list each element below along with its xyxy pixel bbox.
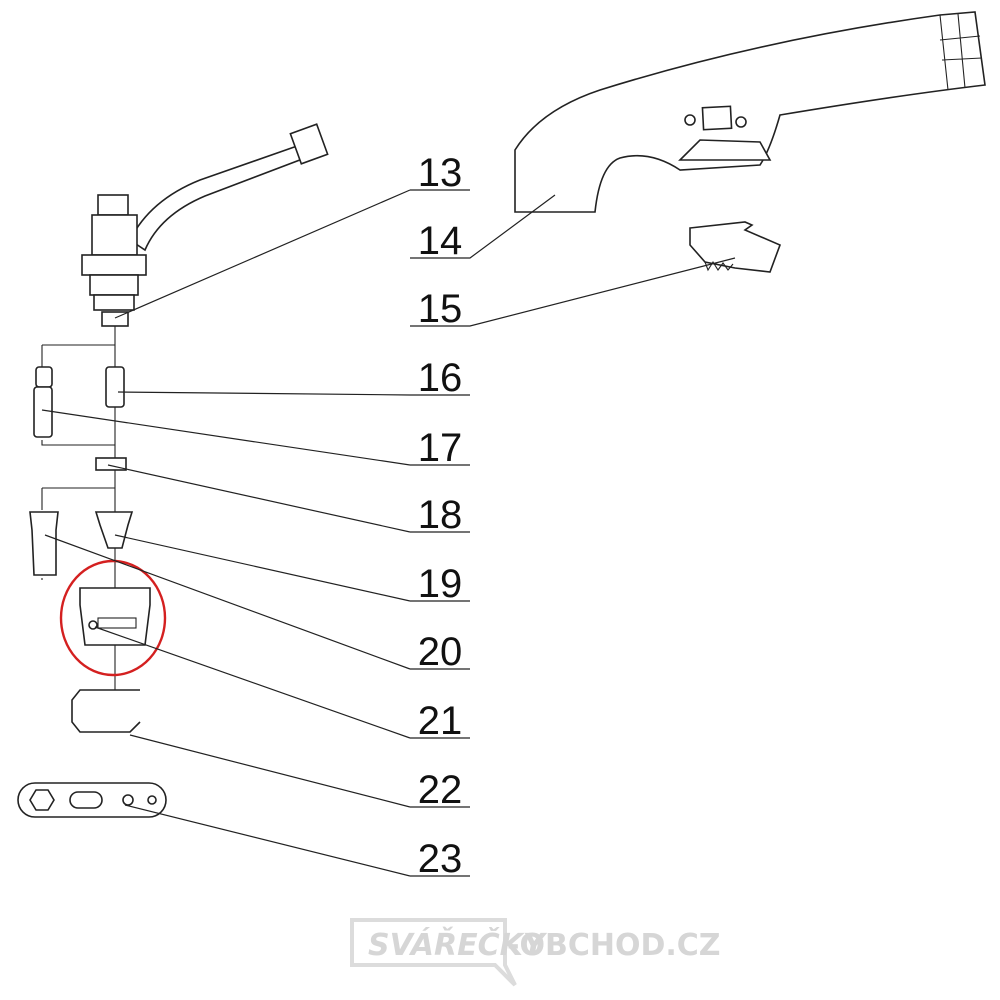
- highlight-circle: [59, 559, 167, 677]
- callout-23: 23: [418, 837, 463, 881]
- electrode-part: [33, 366, 125, 438]
- callouts: 13 14 15 16 17 18 19 20 21 22 23: [41, 151, 736, 881]
- callout-13: 13: [418, 151, 463, 195]
- callout-17: 17: [418, 426, 463, 470]
- callout-21: 21: [418, 699, 463, 743]
- callout-14: 14: [418, 219, 463, 263]
- torch-head-part: [81, 123, 329, 327]
- callout-22: 22: [418, 768, 463, 812]
- callout-16: 16: [418, 356, 463, 400]
- torch-handle-part: [514, 11, 986, 213]
- watermark-brand: SVÁŘEČKY: [368, 926, 548, 963]
- shield-cup-part: [79, 587, 151, 646]
- callout-15: 15: [418, 287, 463, 331]
- spanner-tool-part: [17, 782, 167, 818]
- trigger-part: [689, 221, 782, 273]
- nozzle-part: [29, 511, 134, 576]
- callout-19: 19: [418, 562, 463, 606]
- callout-18: 18: [418, 493, 463, 537]
- watermark-logo: SVÁŘEČKY -OBCHOD.CZ: [350, 918, 721, 987]
- guide-part: [71, 689, 141, 733]
- callout-20: 20: [418, 630, 463, 674]
- watermark-domain: -OBCHOD.CZ: [507, 928, 721, 963]
